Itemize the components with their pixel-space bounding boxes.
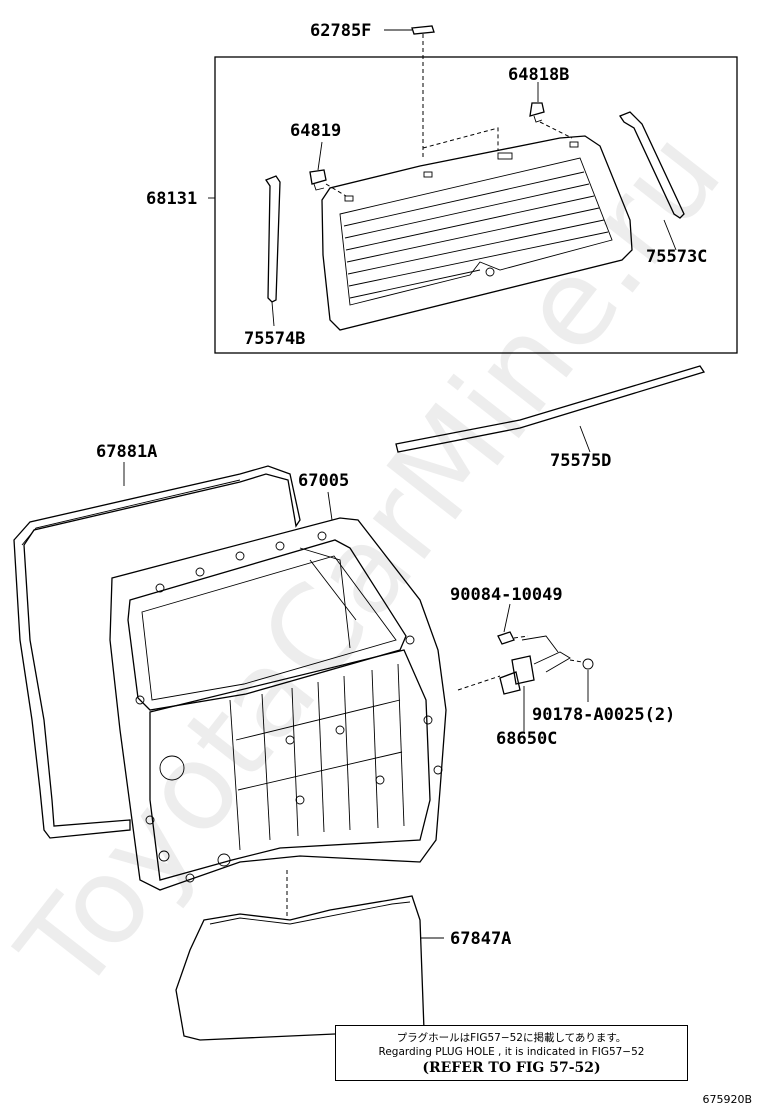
label-90084-10049: 90084-10049: [450, 585, 563, 605]
label-68131: 68131: [146, 189, 197, 209]
label-90178-A0025: 90178-A0025(2): [532, 705, 675, 725]
trim-board-67847A-part: [175, 895, 425, 1041]
label-64818B: 64818B: [508, 65, 569, 85]
back-door-panel-67005: [109, 517, 447, 891]
label-75574B: 75574B: [244, 329, 305, 349]
label-64819: 64819: [290, 121, 341, 141]
reference-note: プラグホールはFIG57−52に掲載してあります。 Regarding PLUG…: [335, 1025, 688, 1081]
figure-number: 675920B: [702, 1093, 752, 1106]
latch-68650C-part: [497, 631, 594, 695]
watermark: ToyotaCarMine.ru: [0, 106, 748, 1018]
label-67005: 67005: [298, 471, 349, 491]
label-67847A: 67847A: [450, 929, 511, 949]
note-english: Regarding PLUG HOLE , it is indicated in…: [378, 1046, 645, 1058]
molding-75574B-part: [265, 175, 281, 303]
label-68650C: 68650C: [496, 729, 557, 749]
clip-64819-part: [309, 169, 327, 185]
note-japanese: プラグホールはFIG57−52に掲載してあります。: [396, 1032, 627, 1044]
note-refer-link[interactable]: (REFER TO FIG 57-52): [422, 1060, 601, 1076]
molding-75573C-part: [619, 111, 685, 219]
label-62785F: 62785F: [310, 21, 371, 41]
glass-group-frame: [214, 56, 738, 354]
clip-64818B-part: [529, 102, 545, 117]
label-75575D: 75575D: [550, 451, 611, 471]
label-67881A: 67881A: [96, 442, 157, 462]
label-75573C: 75573C: [646, 247, 707, 267]
weatherstrip-67881A-part: [13, 465, 301, 839]
back-door-glass: [321, 135, 633, 331]
molding-75575D-part: [395, 365, 706, 453]
clip-62785F-part: [411, 25, 435, 35]
